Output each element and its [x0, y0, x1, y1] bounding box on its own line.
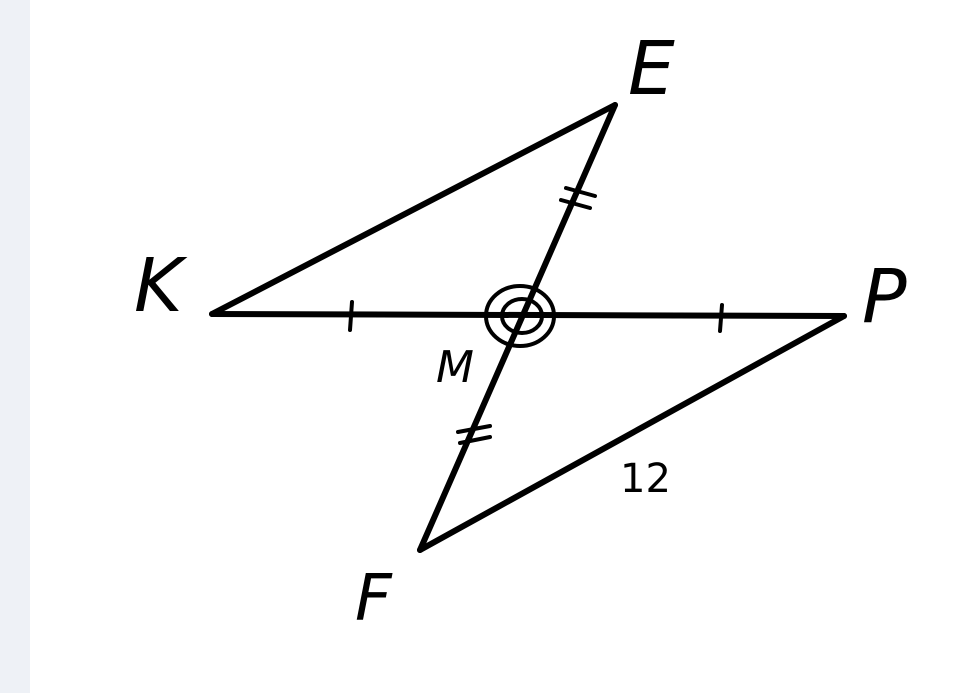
tick-mark-KM — [348, 300, 354, 332]
segment-KP — [209, 311, 847, 319]
label-P: P — [862, 254, 907, 340]
vertical-angle-mark — [484, 284, 556, 348]
segment-EF — [417, 102, 618, 553]
label-E: E — [628, 26, 675, 112]
side-label-PF: 12 — [620, 456, 671, 502]
label-M: M — [436, 342, 474, 393]
left-margin-strip — [0, 0, 30, 693]
segment-PF — [417, 313, 847, 553]
tick-mark-MP — [718, 303, 724, 333]
double-tick-mark-EM — [559, 198, 592, 210]
double-tick-mark-MF — [456, 424, 492, 445]
double-tick-mark-EM-second — [564, 186, 597, 198]
segment-KE — [209, 102, 618, 317]
label-K: K — [134, 243, 188, 329]
label-F: F — [355, 562, 393, 636]
